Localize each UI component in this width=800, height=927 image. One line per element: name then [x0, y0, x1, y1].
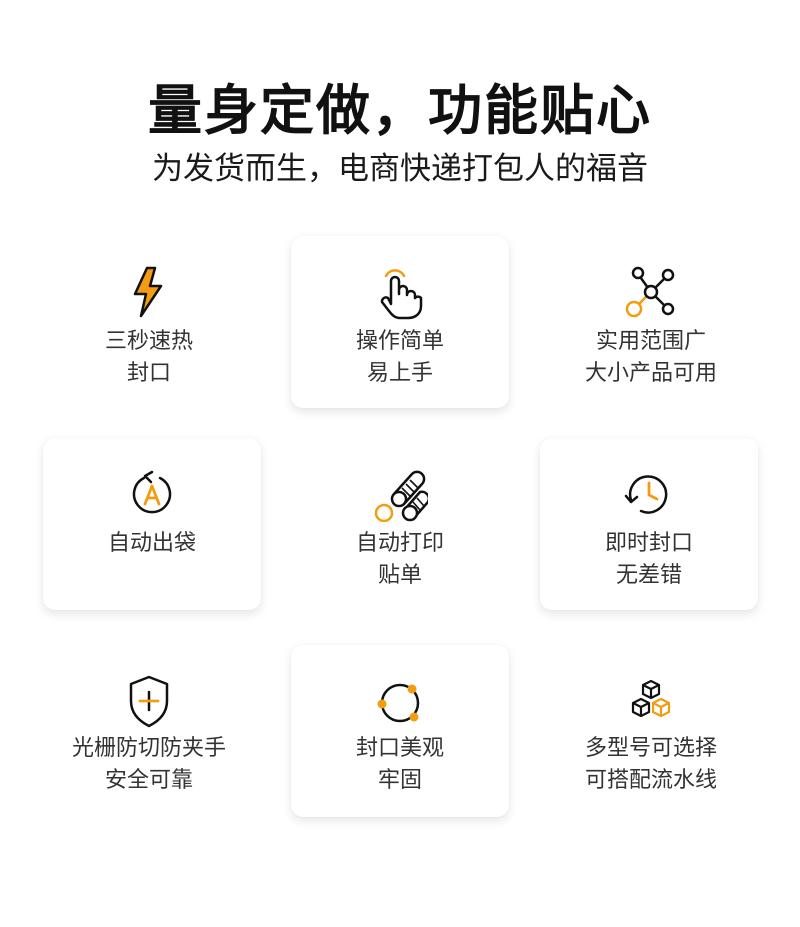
- cubes-icon: [623, 673, 679, 729]
- feature-card-models: 多型号可选择可搭配流水线: [542, 645, 760, 817]
- feature-label: 光栅防切防夹手安全可靠: [71, 736, 226, 793]
- feature-label: 即时封口无差错: [604, 531, 693, 588]
- feature-label: 三秒速热封口: [104, 329, 193, 386]
- tap-hand-icon: [372, 264, 428, 320]
- feature-card-auto-print: 自动打印贴单: [291, 438, 509, 610]
- paper-rolls-icon: [372, 466, 428, 522]
- auto-cycle-icon: [124, 466, 180, 522]
- feature-card-easy-operation: 操作简单易上手: [291, 236, 509, 408]
- feature-card-instant-seal: 即时封口无差错: [540, 438, 758, 610]
- feature-card-safety: 光栅防切防夹手安全可靠: [40, 645, 258, 817]
- molecule-icon: [623, 264, 679, 320]
- page-subtitle: 为发货而生，电商快递打包人的福音: [152, 151, 648, 187]
- feature-card-wide-range: 实用范围广大小产品可用: [542, 236, 760, 408]
- feature-label: 封口美观牢固: [355, 736, 444, 793]
- feature-card-auto-bag: 自动出袋: [43, 438, 261, 610]
- feature-card-quick-heat: 三秒速热封口: [40, 236, 258, 408]
- feature-label: 操作简单易上手: [355, 329, 444, 386]
- feature-label: 自动出袋: [107, 531, 196, 556]
- feature-label: 自动打印贴单: [355, 531, 444, 588]
- page-title: 量身定做，功能贴心: [148, 79, 652, 142]
- lightning-icon: [121, 264, 177, 320]
- circle-nodes-icon: [372, 673, 428, 729]
- feature-label: 实用范围广大小产品可用: [584, 329, 717, 386]
- shield-plus-icon: [121, 673, 177, 729]
- clock-refresh-icon: [621, 466, 677, 522]
- feature-label: 多型号可选择可搭配流水线: [584, 736, 717, 793]
- feature-card-neat-seal: 封口美观牢固: [291, 645, 509, 817]
